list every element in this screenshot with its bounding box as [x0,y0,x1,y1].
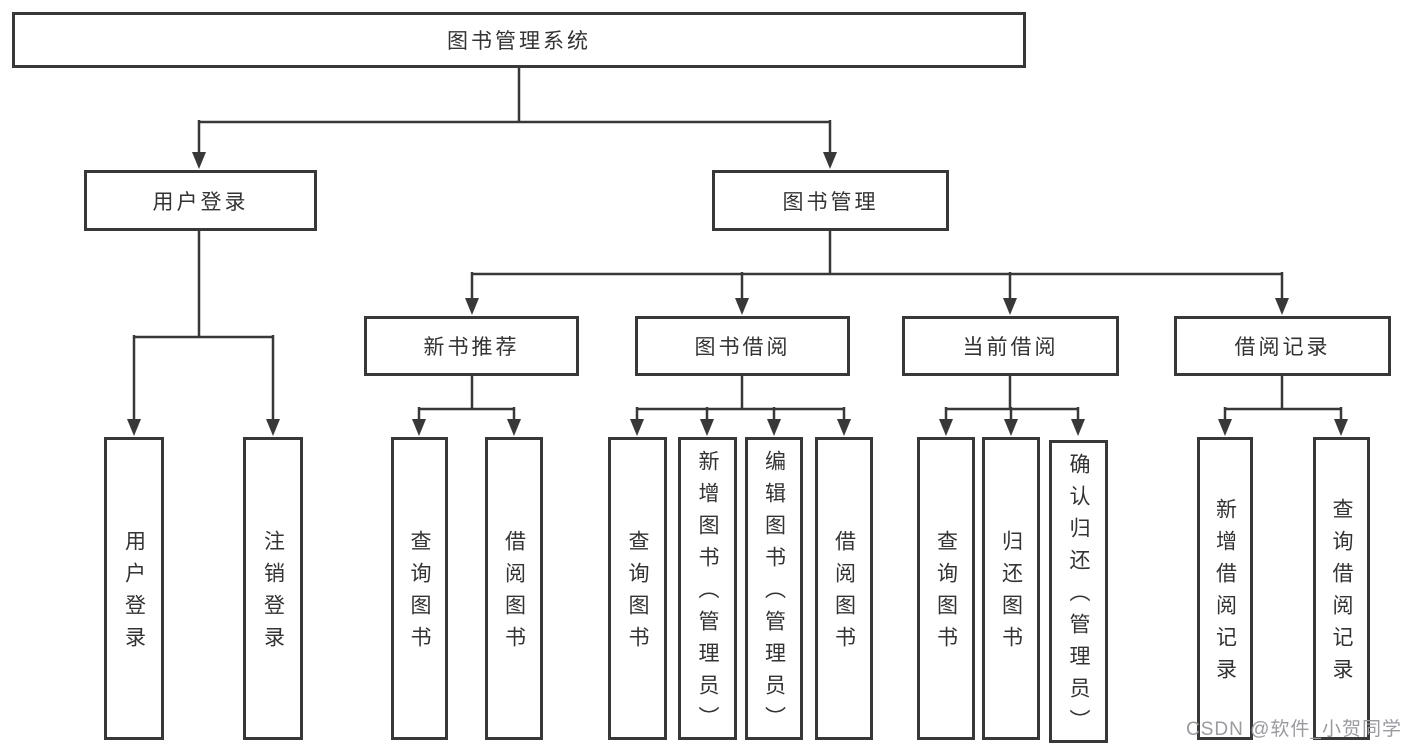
leaf-label: 查询图书 [626,530,649,658]
leaf-add-borrow-record: 新增借阅记录 [1197,437,1253,740]
leaf-label: 编辑图书（管理员） [762,450,786,738]
leaf-confirm-return-admin: 确认归还（管理员） [1049,440,1108,743]
leaf-query-book-borrow: 查询图书 [608,437,667,740]
leaf-label: 归还图书 [999,530,1023,658]
leaf-label: 注销登录 [261,530,285,658]
leaf-borrow-book: 借阅图书 [815,437,873,740]
leaf-label: 查询借阅记录 [1330,498,1353,690]
node-borrow-records: 借阅记录 [1174,316,1391,376]
arrowheads [127,152,1348,436]
leaf-return-book: 归还图书 [982,437,1040,740]
leaf-label: 用户登录 [122,530,146,658]
node-user-login: 用户登录 [84,170,317,231]
node-current-borrow: 当前借阅 [902,316,1119,376]
leaf-query-book-current: 查询图书 [917,437,975,740]
leaf-label: 借阅图书 [832,530,856,658]
leaf-query-book-recommend: 查询图书 [391,437,448,740]
node-library-system: 图书管理系统 [12,12,1026,68]
leaf-label: 新增借阅记录 [1213,498,1237,690]
node-book-borrow: 图书借阅 [635,316,850,376]
leaf-label: 查询图书 [408,530,431,658]
leaf-query-borrow-record: 查询借阅记录 [1313,437,1370,740]
node-new-book-recommend: 新书推荐 [364,316,579,376]
leaf-label: 确认归还（管理员） [1067,453,1090,741]
leaf-logout: 注销登录 [243,437,303,740]
csdn-watermark: CSDN @软件_小贺同学 [1186,719,1402,740]
node-book-management: 图书管理 [712,170,949,231]
leaf-label: 新增图书（管理员） [696,450,719,738]
leaf-label: 查询图书 [934,530,958,658]
leaf-edit-book-admin: 编辑图书（管理员） [745,437,803,740]
leaf-borrow-book-recommend: 借阅图书 [485,437,543,740]
leaf-add-book-admin: 新增图书（管理员） [678,437,737,740]
leaf-user-login: 用户登录 [104,437,164,740]
leaf-label: 借阅图书 [502,530,526,658]
